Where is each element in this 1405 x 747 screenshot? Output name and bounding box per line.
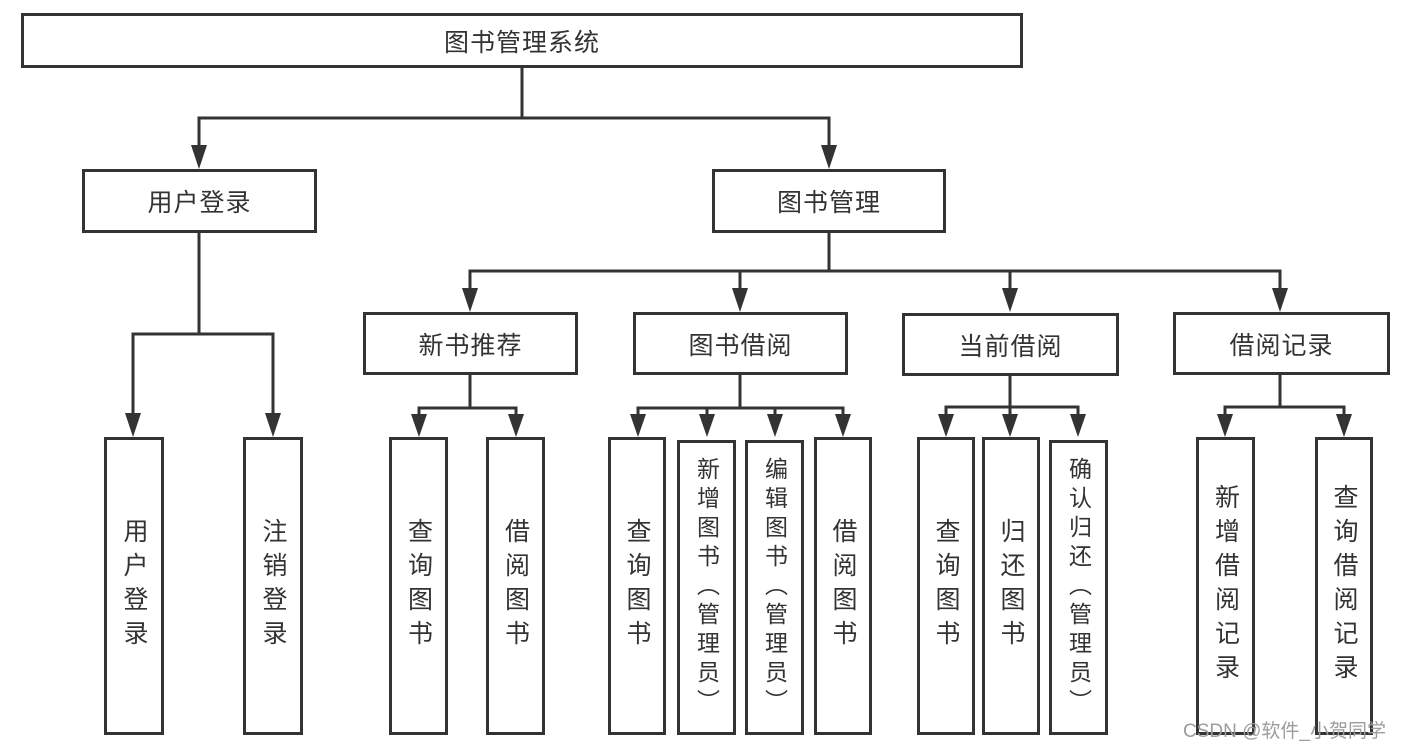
leaf-records-query-record: 查询借阅记录 [1315, 437, 1373, 735]
node-new-book-recommend: 新书推荐 [363, 312, 578, 375]
watermark: CSDN @软件_小贺同学 [1183, 721, 1386, 742]
leaf-current-query-books-label: 查询图书 [932, 518, 960, 654]
node-user-login-label: 用户登录 [147, 189, 252, 217]
connector-records-to-leaves [1217, 375, 1352, 437]
connector-current-to-leaves [938, 376, 1086, 437]
leaf-current-query-books: 查询图书 [917, 437, 975, 735]
leaf-user-login: 用户登录 [104, 437, 164, 735]
connector-bookmgmt-to-level3 [462, 233, 1288, 312]
node-new-book-recommend-label: 新书推荐 [418, 331, 523, 360]
connector-borrow-to-leaves [630, 375, 851, 437]
leaf-current-confirm-return-admin-label: 确认归还（管理员） [1065, 457, 1092, 718]
leaf-records-query-record-label: 查询借阅记录 [1330, 484, 1358, 688]
leaf-records-add-record: 新增借阅记录 [1196, 437, 1255, 735]
leaf-borrow-add-books-admin: 新增图书（管理员） [677, 440, 736, 735]
leaf-newrec-query-books: 查询图书 [389, 437, 448, 735]
leaf-borrow-add-books-admin-label: 新增图书（管理员） [693, 457, 720, 718]
connector-newrec-to-leaves [411, 375, 524, 437]
node-book-borrow-label: 图书借阅 [688, 331, 793, 360]
leaf-borrow-query-books: 查询图书 [608, 437, 666, 735]
leaf-current-confirm-return-admin: 确认归还（管理员） [1049, 440, 1108, 735]
node-borrow-records: 借阅记录 [1173, 312, 1390, 375]
node-root-system: 图书管理系统 [21, 13, 1023, 68]
node-current-borrow: 当前借阅 [902, 313, 1119, 376]
leaf-borrow-query-books-label: 查询图书 [623, 518, 651, 654]
node-book-management-label: 图书管理 [776, 189, 881, 217]
leaf-current-return-books: 归还图书 [982, 437, 1040, 735]
leaf-current-return-books-label: 归还图书 [997, 518, 1025, 654]
node-root-label: 图书管理系统 [443, 28, 600, 57]
node-book-borrow: 图书借阅 [633, 312, 848, 375]
leaf-logout-login: 注销登录 [243, 437, 303, 735]
leaf-logout-login-label: 注销登录 [259, 518, 287, 654]
leaf-user-login-label: 用户登录 [120, 518, 148, 654]
leaf-borrow-edit-books-admin: 编辑图书（管理员） [745, 440, 804, 735]
node-current-borrow-label: 当前借阅 [958, 332, 1063, 361]
leaf-borrow-borrow-books-label: 借阅图书 [829, 518, 857, 654]
node-borrow-records-label: 借阅记录 [1229, 331, 1334, 360]
node-user-login: 用户登录 [82, 169, 317, 233]
connector-userlogin-to-leaves [125, 233, 281, 437]
node-book-management: 图书管理 [712, 169, 946, 233]
leaf-newrec-query-books-label: 查询图书 [404, 518, 433, 654]
leaf-records-add-record-label: 新增借阅记录 [1211, 484, 1240, 688]
leaf-borrow-edit-books-admin-label: 编辑图书（管理员） [761, 457, 788, 718]
connector-root-to-level2 [191, 68, 837, 169]
leaf-borrow-borrow-books: 借阅图书 [814, 437, 872, 735]
leaf-newrec-borrow-books: 借阅图书 [486, 437, 545, 735]
leaf-newrec-borrow-books-label: 借阅图书 [501, 518, 530, 654]
